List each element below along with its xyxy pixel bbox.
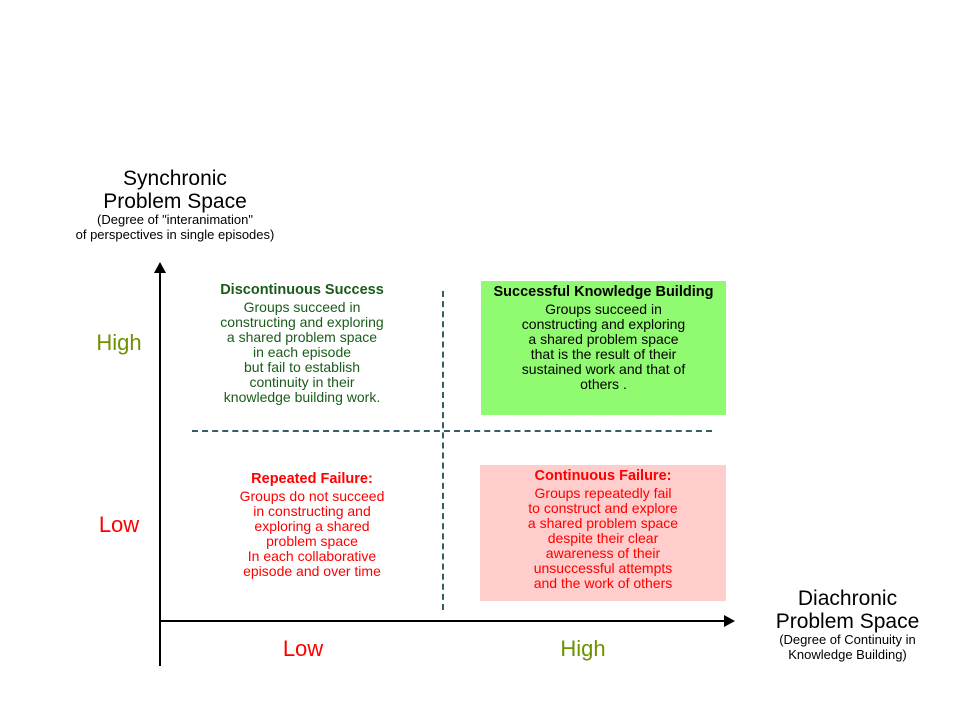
y-axis-title-line1: Synchronic [123, 167, 227, 190]
y-axis-line [159, 272, 161, 666]
y-axis-low-label: Low [98, 512, 140, 537]
quadrant-top-left-title: Discontinuous Success [220, 282, 384, 298]
x-axis-title-line2: Problem Space [775, 609, 920, 633]
quadrant-bottom-right: Continuous Failure: Groups repeatedly fa… [480, 465, 726, 601]
quadrant-top-left-body: Groups succeed in constructing and explo… [220, 298, 384, 406]
y-axis-subtitle-line1: (Degree of "interanimation" [97, 212, 253, 228]
x-axis-low-label: Low [282, 636, 324, 661]
quadrant-bottom-left: Repeated Failure: Groups do not succeed … [203, 471, 421, 580]
quadrant-bottom-left-title: Repeated Failure: [251, 471, 373, 487]
x-axis-line [159, 620, 726, 622]
x-axis-high-label: High [560, 636, 606, 661]
quadrant-top-right: Successful Knowledge Building Groups suc… [481, 281, 726, 415]
x-axis-subtitle-line1: (Degree of Continuity in [779, 632, 916, 648]
quadrant-bottom-left-body: Groups do not succeed in constructing an… [239, 487, 385, 580]
quadrant-bottom-right-body: Groups repeatedly fail to construct and … [527, 484, 679, 592]
y-axis-subtitle-line2: of perspectives in single episodes) [75, 226, 275, 242]
quadrant-bottom-right-title: Continuous Failure: [534, 468, 672, 484]
y-axis-arrow-icon [154, 262, 166, 273]
x-axis-title: Diachronic Problem Space (Degree of Cont… [735, 587, 960, 662]
vertical-divider-dashed-line [442, 291, 444, 610]
x-axis-arrow-icon [724, 615, 735, 627]
quadrant-top-right-title: Successful Knowledge Building [493, 284, 714, 300]
horizontal-divider-dashed-line [192, 430, 712, 432]
x-axis-title-line1: Diachronic [797, 587, 898, 610]
quadrant-top-right-body: Groups succeed in constructing and explo… [521, 300, 686, 393]
y-axis-high-label: High [96, 330, 142, 355]
x-axis-subtitle-line2: Knowledge Building) [788, 646, 907, 662]
quadrant-top-left: Discontinuous Success Groups succeed in … [193, 282, 411, 406]
y-axis-title: Synchronic Problem Space (Degree of "int… [10, 167, 340, 242]
y-axis-title-line2: Problem Space [103, 189, 247, 213]
